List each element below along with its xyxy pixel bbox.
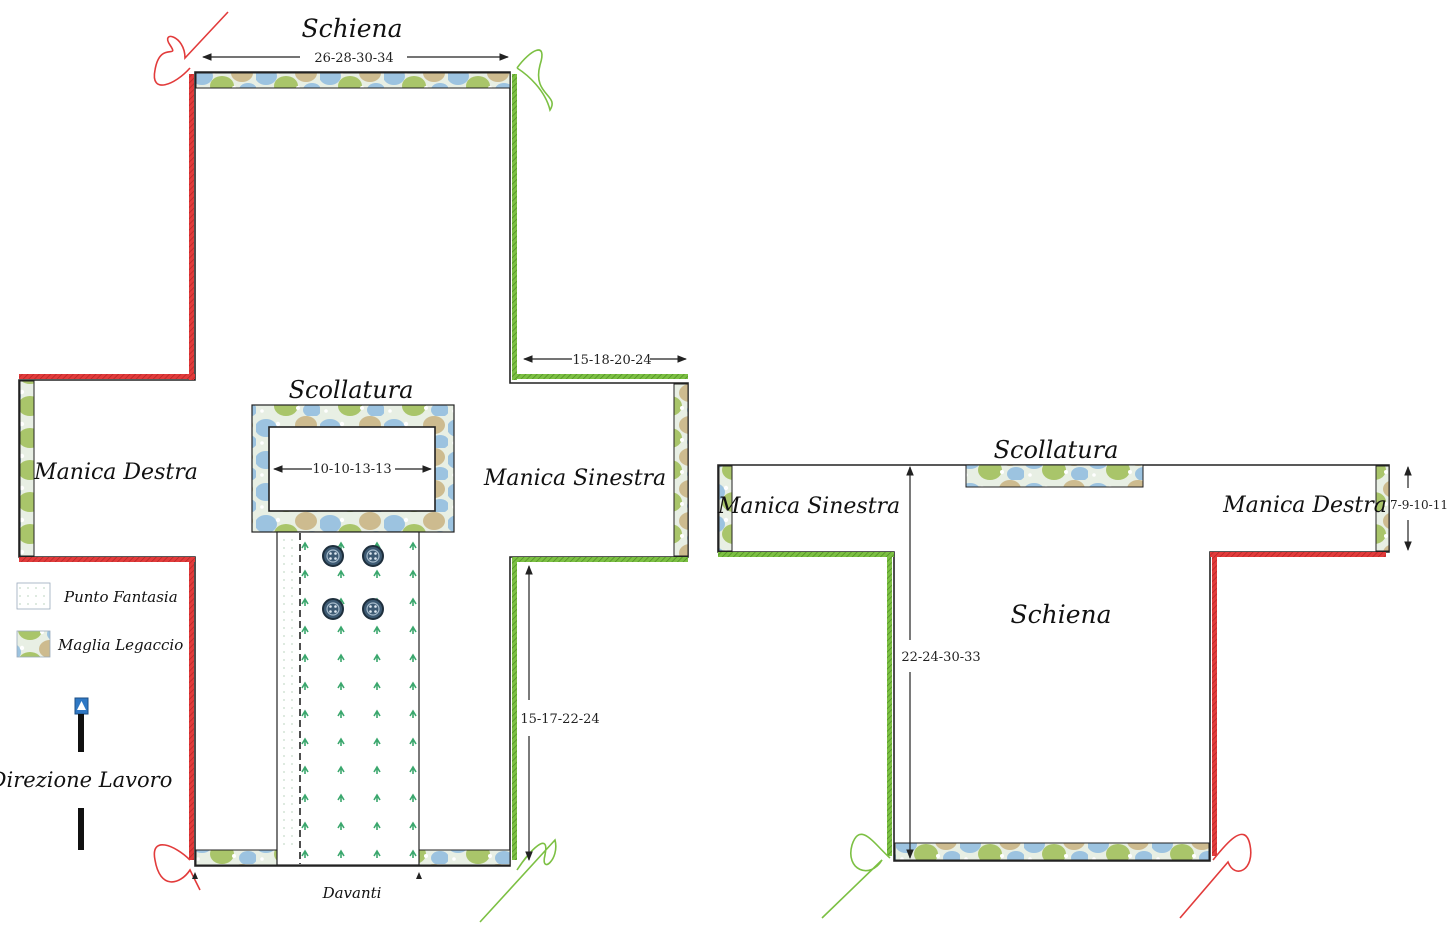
button-icon [322, 545, 344, 567]
right-sleeve-cuff [19, 380, 35, 557]
green-seam-horizontal [718, 552, 894, 557]
yarn-tails [821, 833, 1252, 919]
back-outline [717, 464, 1390, 862]
sleeve-height-label: 7-9-10-11 [1390, 498, 1448, 512]
side-height-label: 15-17-22-24 [520, 712, 599, 727]
left-sleeve-cuff [718, 465, 733, 552]
neckline-label: Scollatura [289, 376, 414, 404]
left-diagram: Schiena 26-28-30-34 Manica Destra Manica… [18, 11, 689, 923]
red-seam-edges [19, 74, 195, 860]
up-arrow-icon [74, 697, 89, 850]
right-diagram: Scollatura Manica Sinestra Manica Destra… [717, 436, 1448, 919]
button-icon [322, 598, 344, 620]
back-garter-band [195, 72, 511, 89]
front-placket [276, 531, 420, 866]
fancy-stitch-swatch [16, 582, 51, 610]
back-label: Schiena [301, 14, 402, 43]
neckline-width-label: 10-10-13-13 [312, 462, 391, 477]
buttons [322, 545, 384, 620]
button-icon [362, 598, 384, 620]
fancy-stitch-label: Punto Fantasia [63, 588, 178, 606]
dimension-lines [192, 53, 687, 879]
left-sleeve-cuff [673, 383, 689, 557]
right-sleeve-label: Manica Destra [1222, 493, 1387, 518]
garter-stitch-label: Maglia Legaccio [57, 636, 183, 654]
back-width-label: 26-28-30-34 [314, 51, 393, 66]
neckline-garter [965, 464, 1144, 488]
work-direction-label: Direzione Lavoro [0, 768, 172, 792]
legend: Punto Fantasia Maglia Legaccio Direzione… [0, 582, 183, 850]
dimension-lines [906, 466, 1412, 859]
back-label: Schiena [1010, 600, 1111, 629]
front-label: Davanti [322, 884, 382, 902]
right-sleeve-label: Manica Destra [33, 460, 198, 485]
red-seam-horizontal [1210, 552, 1386, 557]
right-sleeve-cuff [1375, 465, 1390, 552]
sleeve-width-label: 15-18-20-24 [572, 353, 651, 368]
green-seam-vertical [887, 556, 892, 856]
neckline-label: Scollatura [994, 436, 1119, 464]
left-sleeve-label: Manica Sinestra [483, 466, 666, 491]
left-sleeve-label: Manica Sinestra [717, 494, 900, 519]
green-seam-edges [512, 74, 688, 860]
garter-stitch-swatch [16, 630, 51, 658]
back-height-label: 22-24-30-33 [901, 650, 980, 665]
back-garter-band [894, 842, 1210, 861]
yarn-tails [153, 11, 557, 923]
placket-dotted-strip [278, 533, 298, 850]
button-icon [362, 545, 384, 567]
red-seam-vertical [1212, 556, 1217, 856]
